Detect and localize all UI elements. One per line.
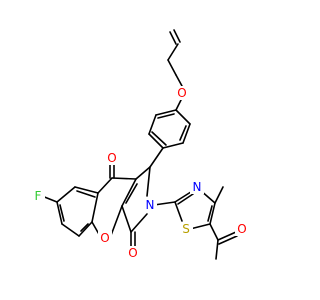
bond (175, 109, 191, 125)
bond (157, 113, 175, 119)
atom-oxygen-ring: O (100, 231, 109, 245)
bond (59, 204, 65, 222)
atom-oxygen-ether: O (177, 86, 186, 100)
bond (167, 59, 177, 76)
bond (151, 131, 167, 146)
atom-oxygen-lactam: O (128, 246, 137, 260)
bond (175, 74, 183, 87)
atom-oxygen-acetyl: O (237, 222, 246, 236)
bond (214, 186, 224, 204)
bond (146, 166, 151, 197)
bond (97, 177, 113, 194)
bond (177, 193, 194, 205)
bond (182, 123, 191, 144)
bond (149, 147, 164, 168)
atom-sulfur: S (182, 222, 190, 236)
bond (80, 223, 89, 232)
bond (162, 142, 184, 149)
bond (207, 205, 213, 222)
bonds (41, 29, 238, 260)
bond (174, 201, 183, 222)
bond (56, 201, 63, 225)
bond (189, 223, 211, 230)
bond (148, 133, 164, 149)
atom-labels: O F O N O O S N O (31, 86, 249, 260)
bond (121, 178, 137, 207)
bond (148, 114, 157, 135)
molecule-diagram: O F O N O O S N O (31, 29, 249, 260)
bond (76, 190, 96, 198)
bond (155, 109, 177, 116)
bond (56, 186, 76, 203)
bond (209, 202, 216, 225)
atom-nitrogen-thiazole: N (193, 180, 202, 194)
bond (78, 221, 93, 237)
bond (179, 125, 187, 141)
bond (125, 183, 138, 204)
bond (135, 166, 151, 180)
bond (169, 31, 177, 45)
bond (217, 231, 237, 241)
bond (173, 29, 181, 43)
molecule-canvas: O F O N O O S N O (31, 29, 249, 260)
bond (111, 177, 137, 180)
bond (153, 201, 176, 206)
atom-nitrogen-pyrrole: N (146, 198, 155, 212)
bond (215, 239, 219, 260)
bond (130, 213, 148, 233)
bond (74, 186, 99, 194)
atom-fluorine: F (35, 189, 42, 203)
atom-oxygen-ketone: O (107, 151, 116, 165)
bond (91, 192, 99, 223)
bond (121, 205, 132, 233)
bond (209, 223, 219, 241)
bond (218, 235, 238, 245)
bond (61, 223, 80, 237)
bond (167, 43, 179, 61)
